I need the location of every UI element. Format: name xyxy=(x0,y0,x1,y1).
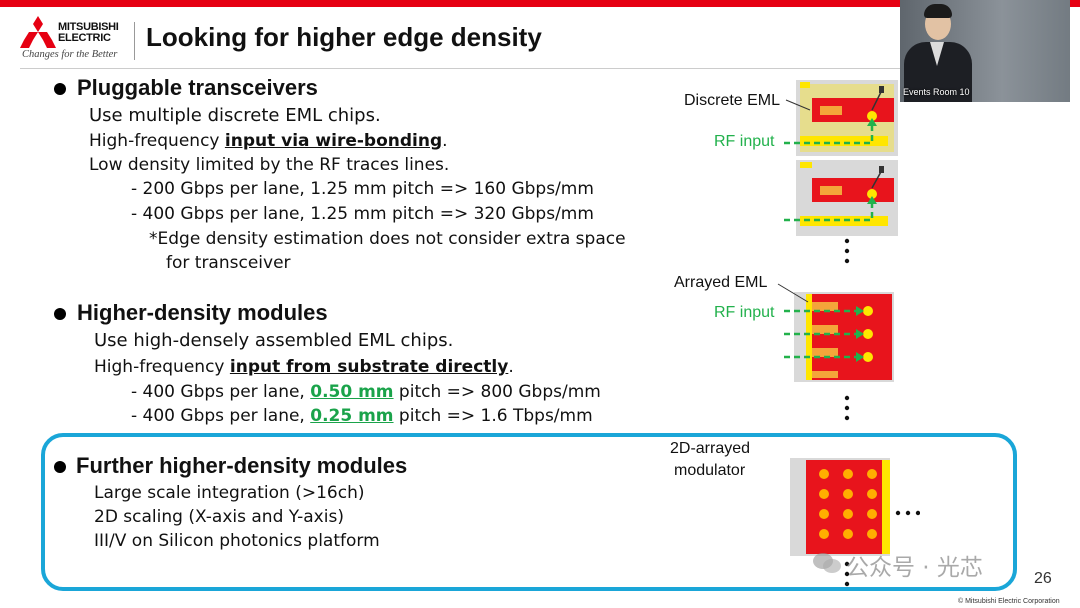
slide-title: Looking for higher edge density xyxy=(146,22,542,52)
discrete-rf-label: RF input xyxy=(714,133,775,150)
emphasis-text: input via wire-bonding xyxy=(224,131,443,151)
bullet-dot xyxy=(54,308,66,320)
logo-wordmark: MITSUBISHI ELECTRIC xyxy=(58,21,119,44)
section-line: - 400 Gbps per lane, 0.50 mm pitch => 80… xyxy=(131,382,601,402)
discrete-eml-chip-2 xyxy=(784,160,898,236)
chip-illustrations xyxy=(777,80,920,587)
section-heading-higher-density: Higher-density modules xyxy=(77,300,328,325)
discrete-eml-chip-1 xyxy=(784,80,898,156)
discrete-eml-label: Discrete EML xyxy=(684,92,781,109)
bullet-dot xyxy=(54,461,66,473)
mitsubishi-logo: MITSUBISHI ELECTRIC Changes for the Bett… xyxy=(20,16,135,66)
three-diamonds-icon xyxy=(20,16,56,48)
section-footnote: for transceiver xyxy=(166,253,291,273)
modulator-label-line1: 2D-arrayed xyxy=(670,440,751,457)
section-line: 2D scaling (X-axis and Y-axis) xyxy=(94,507,344,527)
pitch-highlight: 0.25 mm xyxy=(310,406,394,426)
title-separator xyxy=(134,22,135,60)
emphasis-text: input from substrate directly xyxy=(229,357,509,377)
section-line: High-frequency input from substrate dire… xyxy=(94,357,514,377)
page-number: 26 xyxy=(1034,570,1052,587)
logo-tagline: Changes for the Better xyxy=(22,49,118,60)
brand-top-bar xyxy=(0,0,1080,7)
section-line: - 200 Gbps per lane, 1.25 mm pitch => 16… xyxy=(131,179,594,199)
section-heading-further: Further higher-density modules xyxy=(76,453,408,478)
section-line: - 400 Gbps per lane, 0.25 mm pitch => 1.… xyxy=(131,406,593,426)
section-line: Use high-densely assembled EML chips. xyxy=(94,330,454,351)
arrayed-rf-label: RF input xyxy=(714,304,775,321)
header-divider xyxy=(20,68,900,69)
section-line: Use multiple discrete EML chips. xyxy=(89,105,381,126)
highlight-box xyxy=(41,433,1017,591)
wechat-icon xyxy=(813,553,841,573)
arrayed-eml-chip xyxy=(777,283,894,382)
edge-density-diagram: Discrete EML RF input Arrayed EML RF inp… xyxy=(660,76,920,606)
section-footnote: *Edge density estimation does not consid… xyxy=(149,229,626,249)
section-line: III/V on Silicon photonics platform xyxy=(94,531,380,551)
section-line: - 400 Gbps per lane, 1.25 mm pitch => 32… xyxy=(131,204,594,224)
modulator-label-line2: modulator xyxy=(674,462,746,479)
section-line: High-frequency input via wire-bonding. xyxy=(89,131,448,151)
pitch-highlight: 0.50 mm xyxy=(310,382,394,402)
copyright-text: © Mitsubishi Electric Corporation xyxy=(958,598,1060,605)
arrayed-eml-label: Arrayed EML xyxy=(674,274,768,291)
section-line: Low density limited by the RF traces lin… xyxy=(89,155,450,175)
presenter-video[interactable] xyxy=(900,0,1070,102)
video-room-label: Events Room 10 xyxy=(903,87,970,97)
2d-arrayed-modulator xyxy=(790,458,890,556)
watermark-text: 公众号 · 光芯 xyxy=(846,555,983,581)
section-heading-pluggable: Pluggable transceivers xyxy=(77,75,318,100)
bullet-dot xyxy=(54,83,66,95)
section-line: Large scale integration (>16ch) xyxy=(94,483,365,503)
